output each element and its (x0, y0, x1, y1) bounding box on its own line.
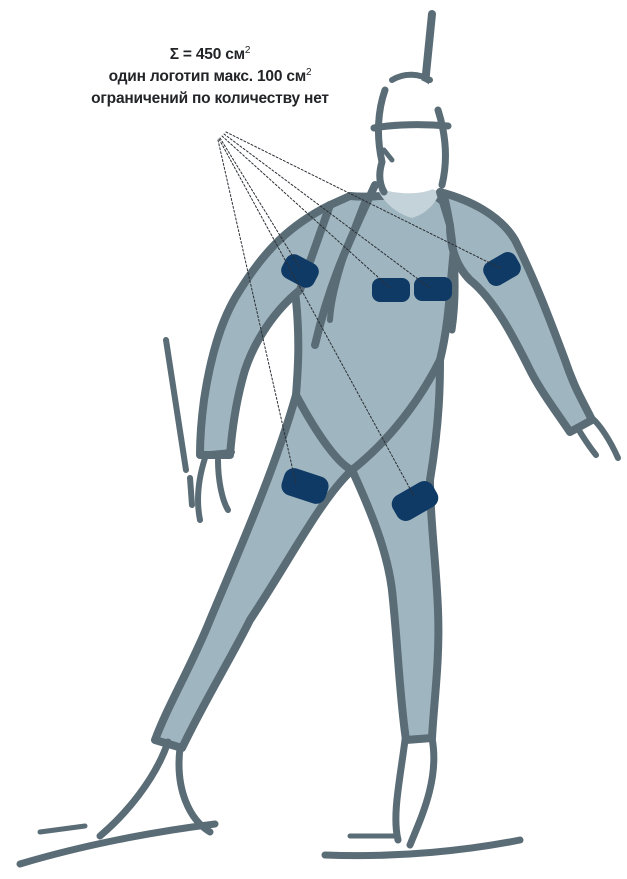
total-area-unit-sup: 2 (245, 45, 250, 56)
logo-area-annotation: Σ = 450 см2 один логотип макс. 100 см2 о… (50, 44, 370, 110)
cuff-right (200, 452, 232, 455)
rifle-barrel (425, 14, 432, 84)
rifle-stock (166, 340, 186, 470)
shin-right-back (179, 748, 210, 832)
max-logo-line: один логотип макс. 100 см2 (50, 66, 370, 88)
max-logo-text: один логотип макс. 100 см (109, 68, 306, 85)
max-logo-unit-sup: 2 (306, 67, 311, 78)
ski-right (325, 840, 520, 856)
quantity-limit-line: ограничений по количеству нет (50, 88, 370, 110)
total-area-line: Σ = 450 см2 (50, 44, 370, 66)
ski-left-back (40, 826, 85, 832)
head (379, 77, 447, 194)
shin-left-back (410, 738, 434, 845)
shin-left (396, 740, 405, 840)
arm-left (440, 192, 592, 432)
hand-right (190, 458, 228, 520)
shin-right (100, 742, 168, 836)
logo-patch-chest-right (372, 278, 410, 302)
total-area-text: Σ = 450 см (170, 46, 245, 63)
headband (374, 125, 448, 128)
